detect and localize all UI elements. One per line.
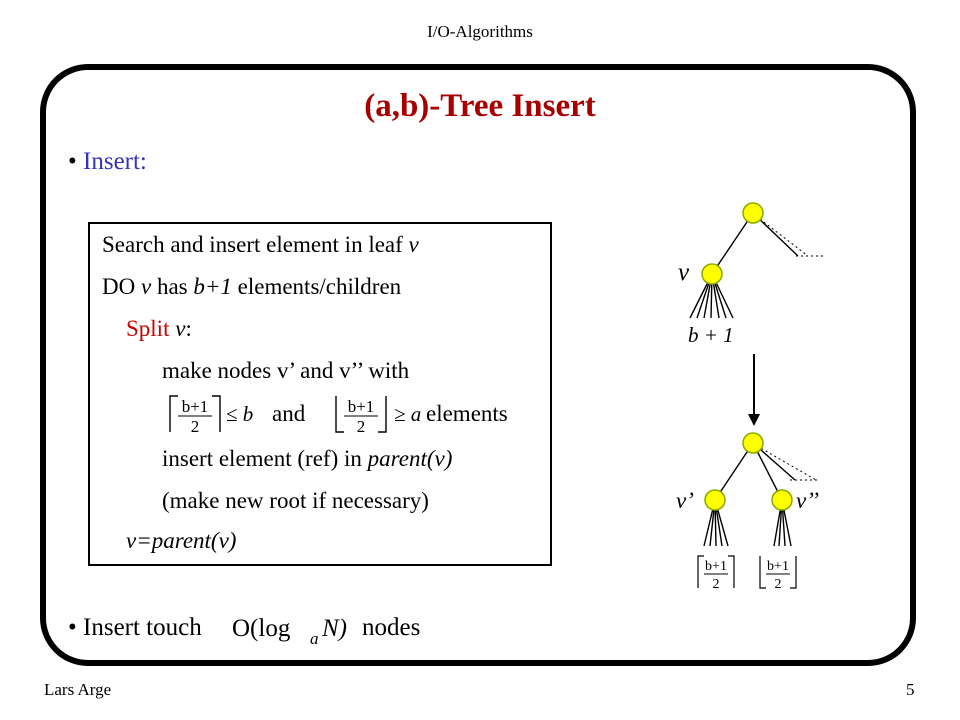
leaf-node-v: [701, 263, 723, 285]
algo-line-new-root: (make new root if necessary): [162, 488, 429, 513]
and-word: and: [272, 401, 306, 426]
big-o-sub: a: [310, 629, 319, 646]
elements-word: elements: [426, 401, 508, 426]
frac-den-ceil: 2: [191, 417, 200, 436]
svg-text:2: 2: [713, 577, 720, 592]
course-header: I/O-Algorithms: [427, 22, 533, 41]
bottom-root-node: [742, 432, 764, 454]
bullet-insert-label: Insert:: [83, 148, 147, 175]
algo-line-insert-ref: insert element (ref) in parent(v): [162, 446, 453, 471]
bullet-touch: • Insert touch: [68, 614, 202, 642]
frac-den-floor: 2: [357, 417, 366, 436]
bullet-glyph: •: [68, 148, 77, 175]
big-o-text: O(log: [232, 615, 291, 642]
footer-author: Lars Arge: [44, 680, 112, 699]
arrow-head: [748, 414, 760, 426]
bullet-glyph: •: [68, 614, 77, 641]
label-v: v: [678, 259, 690, 286]
svg-text:b+1: b+1: [705, 559, 727, 574]
algo-line-search: Search and insert element in leaf v: [102, 232, 419, 257]
algo-line-split: Split v:: [126, 316, 192, 341]
frac-num-floor: b+1: [348, 397, 375, 416]
algo-line-v-parent: v=parent(v): [126, 528, 237, 553]
algo-line-do: DO v has b+1 elements/children: [102, 274, 402, 299]
ceil-fraction-left: b+1 2: [697, 555, 735, 592]
tree-diagram: v b + 1 v’ v’’ b+1 2 b+1: [676, 202, 826, 592]
ge-a: ≥ a: [394, 402, 421, 426]
label-b-plus-1: b + 1: [688, 323, 734, 347]
bullet-touch-pre: Insert touch: [83, 614, 202, 641]
svg-text:b+1: b+1: [767, 559, 789, 574]
slide-title: (a,b)-Tree Insert: [364, 88, 596, 124]
floor-fraction-right: b+1 2: [759, 556, 797, 592]
bullet-insert: • Insert:: [68, 148, 147, 176]
label-v-prime: v’: [676, 488, 694, 513]
algo-line-make-nodes: make nodes v’ and v’’ with: [162, 358, 410, 383]
label-v-double-prime: v’’: [796, 488, 819, 513]
node-v-prime: [704, 489, 726, 511]
slide-frame: [40, 64, 916, 666]
root-node: [742, 202, 764, 224]
page-number: 5: [906, 680, 915, 699]
bottom-dotted-edge: [756, 445, 817, 481]
top-dotted-edge: [755, 215, 809, 257]
svg-text:2: 2: [775, 577, 782, 592]
algorithm-box: [88, 222, 552, 566]
inequality-formula: b+1 2 ≤ b and b+1 2 ≥ a elements: [169, 395, 508, 436]
bullet-touch-post: nodes: [362, 614, 421, 641]
big-o-arg: N): [321, 615, 347, 642]
big-o-formula: O(log a N): [232, 615, 347, 646]
le-b: ≤ b: [226, 402, 253, 426]
node-v-double-prime: [771, 489, 793, 511]
frac-num-ceil: b+1: [182, 397, 209, 416]
